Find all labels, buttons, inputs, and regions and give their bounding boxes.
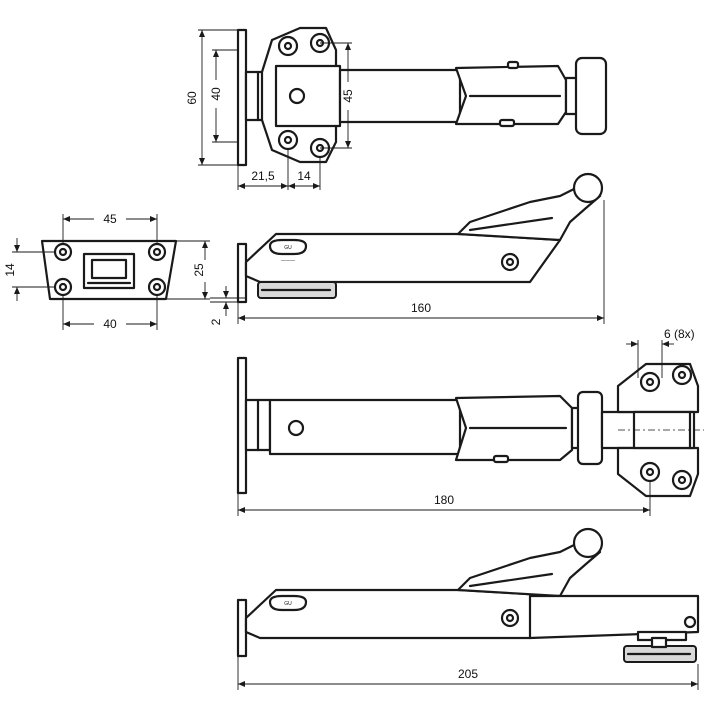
logo-text: ──── bbox=[280, 258, 296, 264]
dim-length-180: 180 bbox=[434, 493, 454, 507]
svg-text:GU: GU bbox=[284, 601, 292, 607]
dim-hole-6-8x: 6 (8x) bbox=[664, 327, 695, 341]
mounting-plate bbox=[236, 598, 248, 658]
pivot-hole bbox=[287, 419, 305, 437]
keeper-plate bbox=[528, 594, 700, 640]
dim-height-60: 60 bbox=[185, 91, 199, 105]
dim-offset-14: 14 bbox=[297, 169, 311, 183]
dim-length-160: 160 bbox=[411, 301, 431, 315]
plate-detail: 45 40 14 25 bbox=[3, 210, 210, 331]
brand-logo bbox=[268, 594, 308, 612]
stop-knob bbox=[574, 56, 608, 136]
side-view-2: GU 205 bbox=[236, 527, 700, 690]
lever-knob bbox=[572, 527, 604, 559]
dim-length-205: 205 bbox=[458, 667, 478, 681]
dim-plate-14: 14 bbox=[3, 263, 17, 277]
dim-plate-40: 40 bbox=[103, 317, 117, 331]
dim-hole-45: 45 bbox=[341, 89, 355, 103]
dim-plate-25: 25 bbox=[192, 263, 206, 277]
stay-arm bbox=[338, 68, 462, 124]
brand-logo bbox=[268, 238, 308, 256]
arm-base bbox=[274, 64, 342, 128]
dim-offset-21-5: 21,5 bbox=[251, 169, 275, 183]
dim-inner-40: 40 bbox=[209, 87, 223, 101]
mounting-plate bbox=[236, 356, 248, 495]
dim-gap-2: 2 bbox=[209, 318, 223, 325]
keeper-rivet bbox=[683, 615, 697, 629]
side-view-1: GU ──── 2 160 bbox=[209, 172, 605, 325]
lever-knob bbox=[572, 172, 604, 204]
top-view-1: 60 40 45 21,5 14 bbox=[185, 26, 608, 190]
mounting-plate bbox=[236, 242, 248, 304]
top-view-2: 6 (8x) 180 bbox=[236, 327, 704, 516]
mounting-plate bbox=[236, 28, 248, 167]
plate-slot-inner bbox=[90, 258, 128, 280]
pivot-hole bbox=[288, 87, 306, 105]
svg-text:GU: GU bbox=[284, 245, 292, 251]
stop-knob bbox=[576, 390, 604, 466]
dim-plate-45: 45 bbox=[103, 212, 117, 226]
stay-arm bbox=[244, 232, 562, 284]
